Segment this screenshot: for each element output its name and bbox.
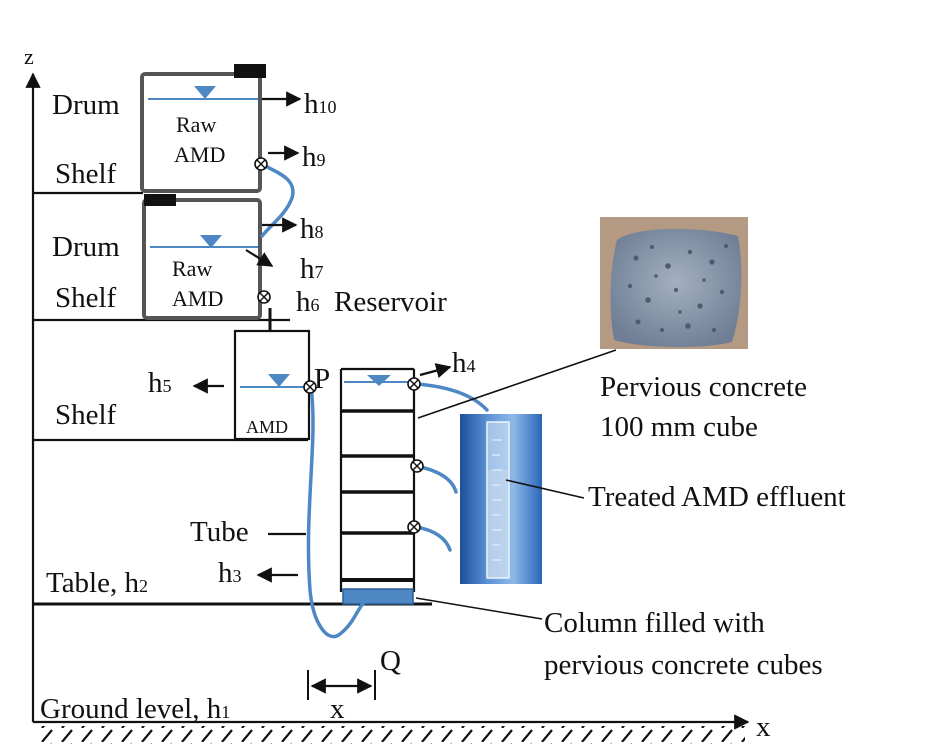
column-leader — [415, 597, 543, 620]
z-axis-label: z — [24, 44, 34, 69]
upper-drum: Raw AMD — [140, 64, 266, 193]
upper-drum-raw-text: Raw — [176, 112, 216, 137]
treated-leader — [505, 479, 585, 499]
point-p-label: P — [314, 363, 330, 395]
drum-upper-label: Drum — [52, 89, 120, 121]
valve-icon — [410, 459, 424, 473]
label-h3: h3 — [218, 557, 242, 589]
shelf-lower-label: Shelf — [55, 282, 117, 314]
valve-icon — [254, 157, 268, 171]
concrete-pores — [627, 244, 728, 333]
lower-drum-lid — [144, 194, 176, 206]
height-labels: h10 h9 h8 h7 h6 h5 h4 h3 — [148, 88, 476, 589]
x-dim-label: x — [330, 693, 345, 725]
x-dimension: x Q — [307, 645, 401, 725]
tube-reservoir-column — [306, 385, 366, 639]
label-h5: h5 — [148, 367, 172, 399]
tube-port-top — [414, 382, 489, 412]
cylinder-graduations — [492, 439, 502, 561]
upper-drum-lid — [234, 64, 266, 78]
column-label-line1: Column filled with — [544, 607, 765, 639]
upper-drum-water-marker — [194, 86, 216, 99]
tubes — [260, 162, 489, 639]
arrow-h7 — [245, 249, 274, 267]
valve-icon — [407, 520, 421, 534]
arrow-h4 — [419, 363, 452, 379]
concrete-column — [339, 367, 416, 605]
label-h4: h4 — [452, 347, 476, 379]
x-axis-label: x — [756, 711, 771, 743]
pervious-concrete-photo — [600, 217, 748, 349]
lower-drum: Raw AMD — [142, 194, 262, 320]
point-q-label: Q — [380, 645, 401, 677]
ground-level-label: Ground level, h1 — [40, 693, 230, 725]
lower-drum-water-marker — [200, 235, 222, 248]
pervious-leader — [417, 349, 617, 419]
drum-lower-label: Drum — [52, 231, 120, 263]
cylinder-liquid — [488, 470, 508, 577]
reservoir-box: AMD — [233, 308, 311, 441]
column-label-line2: pervious concrete cubes — [544, 649, 823, 681]
tube-label: Tube — [190, 516, 249, 548]
ground-hatch — [33, 726, 745, 744]
lower-drum-amd-text: AMD — [172, 286, 223, 311]
valve-icon — [303, 380, 317, 394]
valve-icon — [257, 290, 271, 304]
label-h10: h10 — [304, 88, 337, 120]
axes: z x — [24, 44, 771, 744]
reservoir-water-marker — [268, 374, 290, 387]
table-label: Table, h2 — [46, 567, 148, 599]
column-water-marker — [367, 375, 391, 386]
shelf-upper-label: Shelf — [55, 158, 117, 190]
label-h9: h9 — [302, 141, 326, 173]
upper-drum-amd-text: AMD — [174, 142, 225, 167]
label-h7: h7 — [300, 253, 324, 285]
reservoir-amd-text: AMD — [246, 417, 288, 437]
lower-drum-raw-text: Raw — [172, 256, 212, 281]
measuring-cylinder-photo — [460, 414, 542, 584]
label-h6: h6 — [296, 286, 320, 318]
valve-icon — [407, 377, 421, 391]
label-h8: h8 — [300, 213, 324, 245]
column-base-outlet — [342, 588, 414, 605]
upper-drum-frame — [140, 72, 262, 193]
pervious-concrete-label: Pervious concrete — [600, 371, 807, 403]
cube-size-label: 100 mm cube — [600, 411, 758, 443]
reservoir-label: Reservoir — [334, 286, 447, 318]
treated-effluent-label: Treated AMD effluent — [588, 481, 846, 513]
shelf-reservoir-label: Shelf — [55, 399, 117, 431]
valves — [254, 157, 424, 534]
tube-port-low — [414, 525, 452, 552]
